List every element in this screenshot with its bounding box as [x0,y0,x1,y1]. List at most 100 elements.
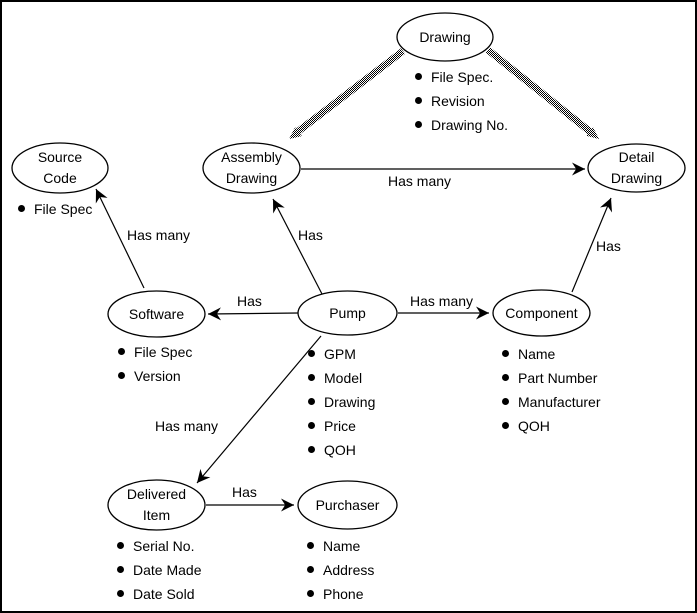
source-code-attributes: File Spec [18,197,92,221]
attribute-item: QOH [308,438,375,462]
attribute-item: GPM [308,342,375,366]
bullet-icon [502,373,509,381]
attribute-label: Model [324,370,363,386]
relationship-label-component-detail-drawing: Has [596,238,621,254]
attribute-item: Drawing [308,390,375,414]
relationship-label-pump-delivered-item: Has many [155,418,219,434]
relationship-label-software-source-code: Has many [127,227,191,243]
bullet-icon [502,349,509,357]
bullet-icon [118,347,125,355]
entity-label-purchaser: Purchaser [298,481,397,529]
entity-label-text: Drawing [610,170,663,186]
bullet-icon [502,397,509,405]
entity-ellipse-component [492,289,591,337]
entity-ellipse-pump [297,290,398,336]
attribute-label: File Spec [34,201,93,217]
relationship-line-software-source-code [95,188,145,289]
entity-label-drawing: Drawing [397,13,493,61]
attribute-item: Serial No. [117,534,201,558]
subtype-link-drawing-assembly [289,48,406,139]
entity-ellipse-assembly-drawing [202,142,301,194]
relationship-line-component-detail-drawing [571,197,613,293]
attribute-label: QOH [324,442,356,458]
attribute-item: File Spec [18,197,92,221]
bullet-icon [415,120,422,128]
attribute-item: Price [308,414,375,438]
attribute-label: Address [323,562,375,578]
entity-label-detail-drawing: Detail Drawing [588,144,685,192]
entity-label-delivered-item: Delivered Item [108,480,205,530]
relationship-line-pump-delivered-item [196,335,322,484]
bullet-icon [415,96,422,104]
bullet-icon [117,565,124,573]
component-attributes: Name Part Number Manufacturer QOH [502,342,600,438]
attribute-item: Date Made [117,558,201,582]
subtype-link-drawing-detail [485,47,599,139]
attribute-label: Serial No. [133,538,195,554]
entity-label-text: Assembly [221,149,282,165]
entity-label-text: Delivered [126,486,187,502]
bullet-icon [308,421,315,429]
bullet-icon [307,565,314,573]
attribute-label: File Spec [134,344,193,360]
bullet-icon [308,445,315,453]
entity-label-text: Component [505,304,578,321]
entity-label-text: Code [43,170,77,186]
entity-ellipse-delivered-item [107,479,206,531]
relationship-label-pump-component: Has many [410,293,474,309]
attribute-item: Part Number [502,366,600,390]
bullet-icon [307,541,314,549]
bullet-icon [117,541,124,549]
relationship-line-pump-software [207,307,299,321]
entity-label-component: Component [493,290,590,336]
bullet-icon [118,371,125,379]
entity-label-pump: Pump [298,291,397,335]
relationship-label-delivered-item-purchaser: Has [232,484,257,500]
entity-label-text: Drawing [419,28,471,45]
attribute-item: File Spec. [415,65,508,89]
relationship-label-assembly-detail-drawing: Has many [388,173,452,189]
bullet-icon [117,589,124,597]
attribute-label: Drawing No. [431,117,509,133]
attribute-label: QOH [518,418,550,434]
attribute-label: File Spec. [431,69,494,85]
relationship-label-pump-assembly-drawing: Has [298,227,323,243]
bullet-icon [18,204,25,212]
attribute-label: Version [134,368,181,384]
entity-ellipse-purchaser [297,480,398,530]
attribute-label: Revision [431,93,485,109]
entity-label-text: Software [128,305,185,322]
entity-ellipse-source-code [11,142,109,194]
entity-label-text: Drawing [225,170,278,186]
attribute-label: Name [323,538,361,554]
attribute-label: Name [518,346,556,362]
attribute-label: Drawing [324,394,376,410]
purchaser-attributes: Name Address Phone [307,534,374,606]
bullet-icon [502,421,509,429]
relationship-line-pump-assembly-drawing [272,198,323,295]
attribute-item: Name [502,342,600,366]
bullet-icon [308,397,315,405]
attribute-label: Date Made [133,562,202,578]
attribute-label: Manufacturer [518,394,601,410]
entity-label-text: Purchaser [315,496,380,513]
attribute-label: Part Number [518,370,598,386]
attribute-item: Model [308,366,375,390]
entity-label-text: Source [37,149,83,165]
attribute-item: File Spec [118,340,192,364]
attribute-label: GPM [324,346,356,362]
attribute-item: Date Sold [117,582,201,606]
attribute-item: Address [307,558,374,582]
entity-label-text: Pump [329,304,366,321]
entity-label-text: Detail [618,149,655,165]
bullet-icon [308,373,315,381]
relationship-label-pump-software: Has [237,293,262,309]
entity-ellipse-software [107,290,206,338]
entity-ellipse-drawing [396,12,494,62]
attribute-label: Phone [323,586,364,602]
software-attributes: File Spec Version [118,340,192,388]
attribute-item: Phone [307,582,374,606]
entity-label-text: Item [142,507,171,523]
